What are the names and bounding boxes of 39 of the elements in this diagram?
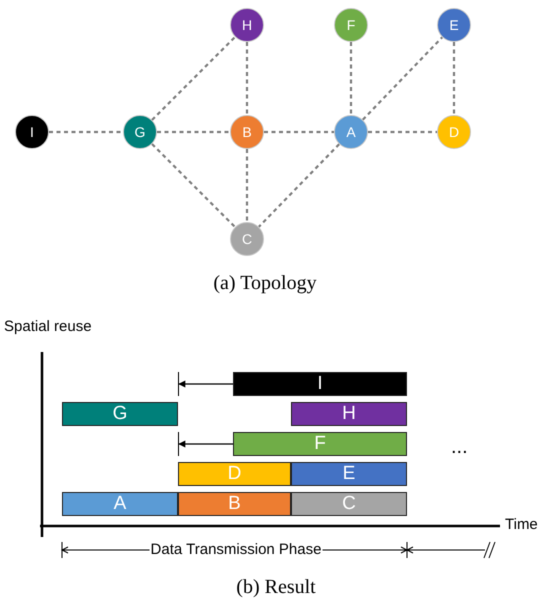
caption: (a) Topology xyxy=(213,272,317,295)
link-line xyxy=(258,143,340,228)
transmission-bar: F xyxy=(233,432,407,456)
transmission-bar: H xyxy=(291,402,407,426)
network-node: H xyxy=(230,8,264,42)
transmission-bar: D xyxy=(178,462,291,486)
arrow xyxy=(178,440,233,448)
network-node: F xyxy=(334,8,368,42)
transmission-bar: G xyxy=(62,402,178,426)
link-line xyxy=(368,130,437,134)
network-node: A xyxy=(334,115,368,149)
axis-label: Time xyxy=(505,516,538,534)
network-node: I xyxy=(15,115,49,149)
link-line xyxy=(151,143,236,228)
transmission-bar: I xyxy=(233,372,407,396)
link-line xyxy=(151,36,236,121)
arrow xyxy=(178,380,233,388)
network-node: C xyxy=(230,222,264,256)
link-line xyxy=(49,130,123,134)
transmission-bar: A xyxy=(62,492,178,516)
stop-tick xyxy=(178,372,179,396)
transmission-bar: B xyxy=(178,492,291,516)
link-line xyxy=(452,42,456,115)
link-line xyxy=(246,149,248,222)
transmission-bar: C xyxy=(291,492,407,516)
network-node: B xyxy=(230,115,264,149)
link-line xyxy=(246,42,248,115)
network-node: E xyxy=(437,8,471,42)
axis-label: Spatial reuse xyxy=(4,318,92,336)
network-node: G xyxy=(123,115,157,149)
link-line xyxy=(362,36,443,121)
stop-tick xyxy=(178,432,179,456)
caption: (b) Result xyxy=(236,576,316,599)
transmission-bar: E xyxy=(291,462,407,486)
link-line xyxy=(157,130,230,134)
network-node: D xyxy=(437,115,471,149)
ellipsis: ... xyxy=(451,436,468,459)
link-line xyxy=(350,42,352,115)
link-line xyxy=(264,130,334,134)
